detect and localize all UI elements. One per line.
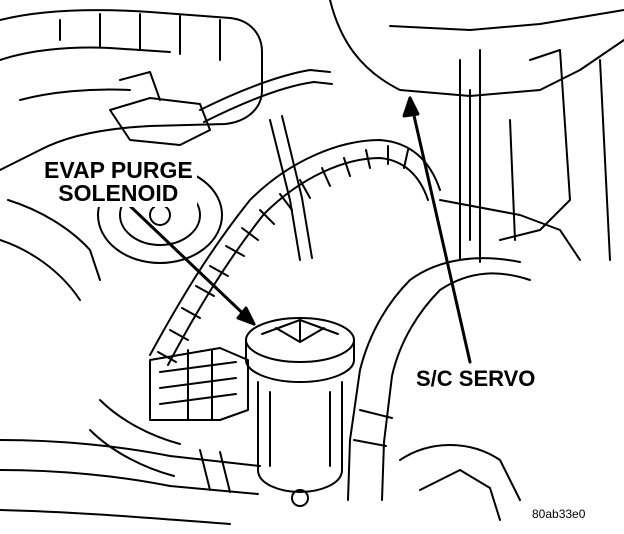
solenoid-connector <box>149 347 249 421</box>
sc-servo-label: S/C SERVO <box>412 367 540 392</box>
hoses-lower <box>0 399 521 525</box>
engine-component-top-left <box>0 9 263 301</box>
vacuum-hose-upper <box>199 69 333 261</box>
leader-evap-solenoid <box>128 204 256 326</box>
evap-label-line2: SOLENOID <box>58 180 179 207</box>
evap-purge-solenoid-label: EVAP PURGE SOLENOID <box>40 158 197 207</box>
sc-servo-housing <box>329 0 624 263</box>
evap-label-line1: EVAP PURGE <box>44 157 193 183</box>
evap-purge-solenoid <box>245 317 355 507</box>
hose-right <box>347 257 531 501</box>
figure-code: 80ab33e0 <box>532 507 586 521</box>
leader-sc-servo <box>402 96 472 364</box>
